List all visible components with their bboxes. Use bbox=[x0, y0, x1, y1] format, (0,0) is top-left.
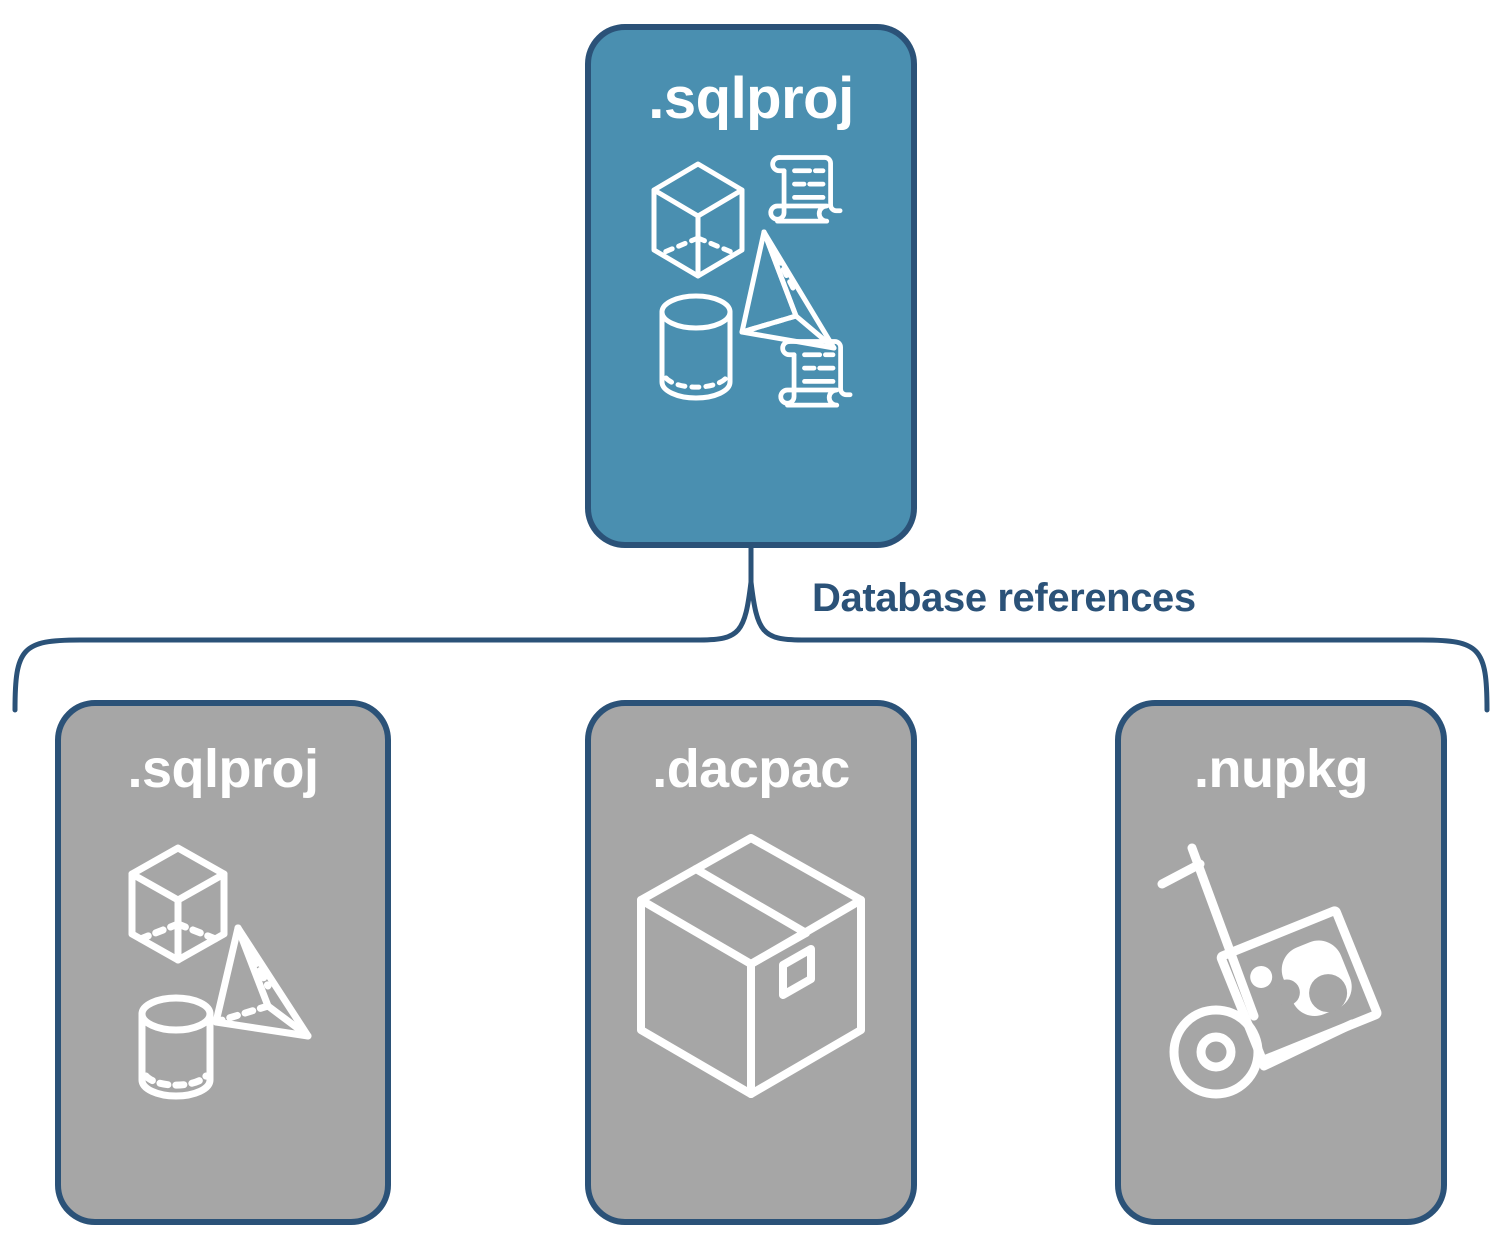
cube-wireframe-icon bbox=[128, 844, 227, 964]
card-ref-sqlproj-title: .sqlproj bbox=[127, 739, 319, 799]
cylinder-wireframe-icon bbox=[138, 994, 213, 1100]
hand-truck-svg bbox=[1157, 843, 1382, 1099]
card-ref-dacpac-title: .dacpac bbox=[652, 739, 850, 799]
ref-nupkg-icon-group bbox=[1156, 838, 1406, 1108]
scroll-icon bbox=[778, 339, 853, 408]
card-ref-nupkg[interactable]: .nupkg bbox=[1115, 700, 1447, 1225]
ref-dacpac-icon-group bbox=[626, 822, 876, 1112]
connector-label: Database references bbox=[812, 576, 1196, 620]
card-ref-dacpac[interactable]: .dacpac bbox=[585, 700, 917, 1225]
package-box-icon bbox=[637, 834, 865, 1098]
package-box-svg bbox=[637, 834, 865, 1098]
brace-path bbox=[12, 579, 1490, 713]
scroll-icon bbox=[768, 155, 843, 224]
pyramid-wireframe-icon bbox=[739, 229, 837, 351]
ref-sqlproj-icons-svg bbox=[128, 844, 311, 1100]
card-root-sqlproj[interactable]: .sqlproj bbox=[585, 24, 917, 548]
root-icons-svg bbox=[651, 155, 853, 408]
card-ref-nupkg-title: .nupkg bbox=[1194, 739, 1368, 799]
nuget-package-icon bbox=[1216, 906, 1382, 1065]
pyramid-wireframe-icon bbox=[212, 924, 311, 1040]
cylinder-wireframe-icon bbox=[659, 293, 733, 401]
root-icon-group bbox=[636, 142, 866, 412]
card-root-title: .sqlproj bbox=[648, 66, 854, 131]
cube-wireframe-icon bbox=[651, 161, 745, 279]
ref-sqlproj-icon-group bbox=[116, 834, 331, 1114]
card-ref-sqlproj[interactable]: .sqlproj bbox=[55, 700, 391, 1225]
